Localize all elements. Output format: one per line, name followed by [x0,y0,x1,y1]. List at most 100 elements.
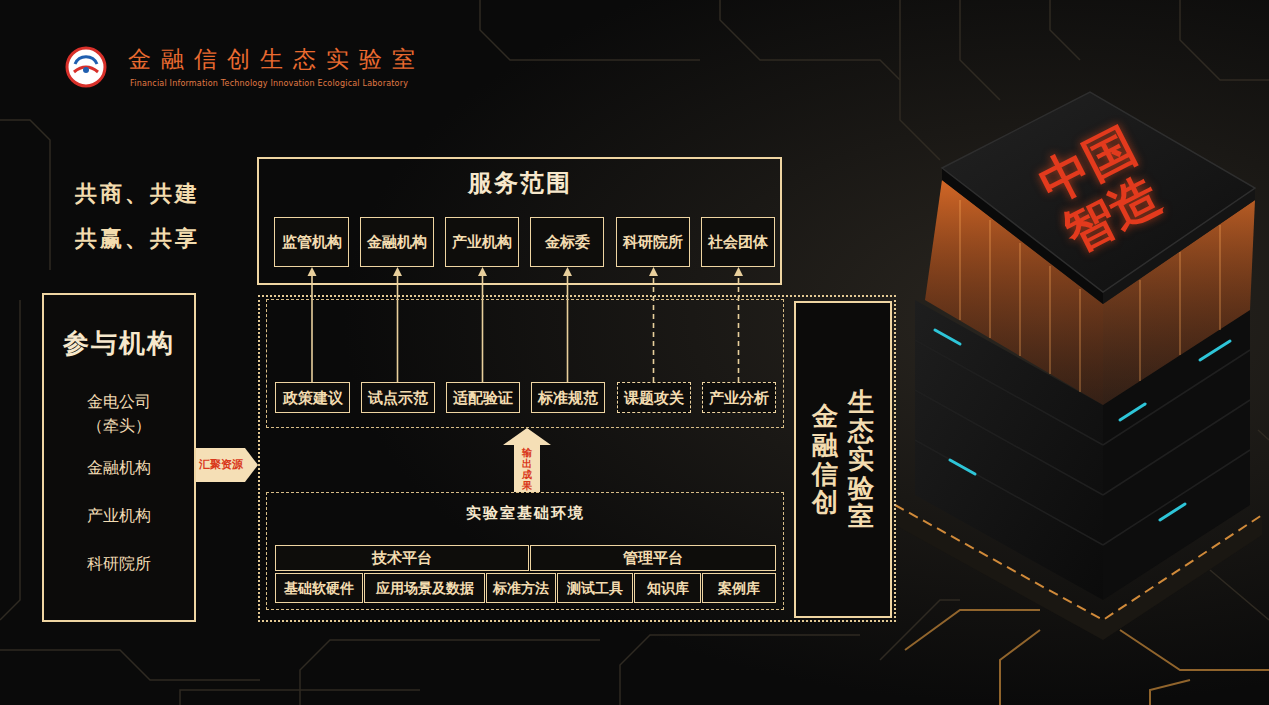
background-detail [1210,570,1269,620]
box-label: 课题攻关 [624,389,684,407]
box-label: 金融机构 [367,233,427,251]
box-label: 技术平台 [372,549,432,567]
background-detail [990,220,991,338]
fat-arrow [196,448,258,482]
connector-line [482,276,484,382]
background-detail [720,0,900,80]
background-detail [1200,341,1230,360]
service-target-box: 科研院所 [616,217,690,267]
output-box: 产业分析 [702,382,776,413]
connector-line [397,276,399,382]
background-detail [1120,630,1269,670]
background-detail [1258,430,1269,440]
box-label: 社会团体 [708,233,768,251]
connector-line [738,276,740,382]
background-detail [74,67,98,72]
box-label: 测试工具 [567,580,623,597]
lab-region: 金融信创生态实验室 政策建议 试点示范 适配验证 标准规范 课题攻关 产业分析实验室基础环境… [258,295,896,622]
background-detail [942,92,1255,292]
box-label: 产业机构 [452,233,512,251]
chip-illustration [895,92,1262,640]
connector-line [653,276,655,382]
service-target-box: 金融机构 [360,217,434,267]
box-label: 科研院所 [623,233,683,251]
box-label: 监管机构 [282,233,342,251]
participant-item: 产业机构 [87,504,151,528]
resource-cell: 知识库 [634,573,701,603]
page-title: 金融信创生态实验室 [128,46,425,74]
background-detail [620,635,860,705]
vertical-label: 金融信创 [812,402,838,516]
output-box: 适配验证 [446,382,520,413]
background-detail [1080,289,1081,392]
background-detail [1103,450,1250,545]
subtitle-anchor: Financial Information Technology Innovat… [130,79,408,89]
lab-label-frame: 金融信创生态实验室 [794,301,892,618]
background-detail [67,48,105,86]
background-detail [915,390,1103,495]
box-label: 标准规范 [538,389,598,407]
participant-item: 金电公司 （牵头） [79,390,159,438]
arrowhead [393,267,402,276]
box-label: 产业分析 [709,389,769,407]
background-detail [1020,243,1021,356]
outputs-region: 政策建议 试点示范 适配验证 标准规范 课题攻关 产业分析 [266,299,784,428]
background-detail [1120,404,1145,420]
background-detail [915,440,1103,545]
platform-header-box: 管理平台 [530,545,776,571]
platform-header-box: 技术平台 [275,545,529,571]
service-target-box: 社会团体 [701,217,775,267]
background-detail [180,690,420,705]
fat-arrow [503,428,551,492]
slogan-anchor: 共商、共建 [75,180,200,209]
background-detail [300,640,600,705]
background-detail [0,120,50,270]
participant-item: 科研院所 [87,552,151,576]
background-detail [960,0,1000,100]
base-environment-box: 实验室基础环境技术平台管理平台基础软硬件应用场景及数据标准方法测试工具知识库案例… [266,492,784,610]
background-detail [935,330,960,344]
box-heading: 服务范围 [468,168,572,199]
chip-text-anchor: 中国智造 [1029,118,1170,263]
box-heading: 实验室基础环境 [466,504,585,524]
resource-cell: 基础软硬件 [275,573,363,603]
background-detail [1180,252,1181,355]
slogan: 共赢、共享 [75,225,200,254]
box-label: 应用场景及数据 [376,580,474,597]
box-label: 知识库 [647,580,689,597]
resource-cell: 测试工具 [557,573,633,603]
edge-label: 汇聚资源 [199,458,243,471]
background-detail [1150,680,1190,705]
resource-cell: 标准方法 [486,573,556,603]
service-target-box: 金标委 [530,217,604,267]
box-label: 适配验证 [453,389,513,407]
box-label: 政策建议 [283,389,343,407]
background-detail [75,57,97,64]
resource-cell: 应用场景及数据 [364,573,485,603]
edge-label-anchor: 汇聚资源 [199,458,243,471]
service-target-box: 监管机构 [274,217,349,267]
connector-line [567,276,569,382]
box-label: 试点示范 [368,389,428,407]
vertical-label: 生态实验室 [848,388,874,531]
box-label: 管理平台 [623,549,683,567]
edge-label: 输出成果 [522,447,532,491]
background-detail [0,300,20,620]
arrowhead [308,267,317,276]
arrowhead [478,267,487,276]
background-detail [1000,630,1040,705]
background-detail [1050,0,1080,60]
chip-text: 中国智造 [1029,118,1170,263]
arrowhead [563,267,572,276]
output-box: 标准规范 [531,382,605,413]
service-scope-box: 服务范围监管机构 金融机构 产业机构金标委 科研院所 社会团体 [257,157,782,285]
service-target-box: 产业机构 [445,217,519,267]
background-detail [1220,225,1221,330]
background-detail [1103,400,1250,495]
background-detail [900,0,940,160]
arrowhead [649,267,658,276]
logo [67,48,105,86]
box-label: 标准方法 [493,580,549,597]
